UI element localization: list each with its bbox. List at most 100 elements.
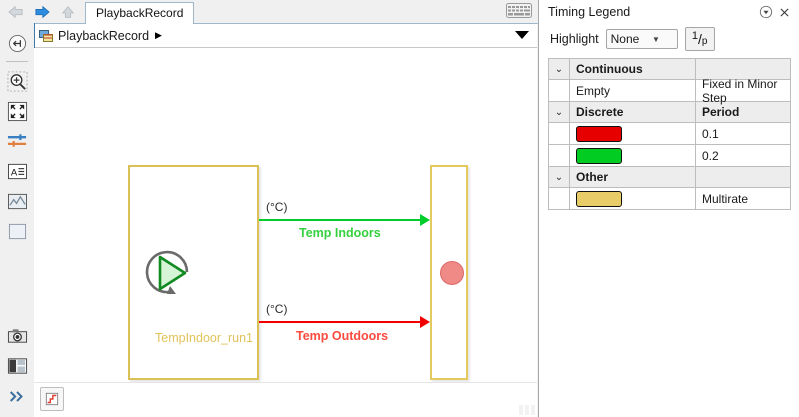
legend-group-col2-header	[695, 167, 790, 187]
signal-line-indoor[interactable]	[259, 219, 424, 221]
signal-arrow-indoor	[420, 214, 430, 226]
more-chevrons-icon	[9, 390, 23, 402]
legend-group-discrete[interactable]: ⌄ Discrete Period	[549, 102, 790, 123]
row-indent	[549, 123, 569, 144]
legend-row-swatch-cell	[569, 188, 695, 209]
legend-group-col2-header	[695, 59, 790, 79]
breadcrumb: PlaybackRecord ▶	[34, 24, 537, 48]
signal-unit-outdoor: (°C)	[266, 302, 288, 316]
model-window: PlaybackRecord	[0, 0, 538, 417]
legend-row-value: Fixed in Minor Step	[695, 77, 790, 105]
keyboard-icon[interactable]	[506, 3, 532, 18]
breadcrumb-separator: ▶	[155, 30, 162, 40]
resize-grip-icon[interactable]	[519, 405, 535, 415]
signal-lines-icon	[7, 134, 26, 147]
scope-image-icon	[7, 193, 27, 209]
legend-row-value: 0.2	[695, 145, 790, 166]
row-indent	[549, 145, 569, 166]
table-row[interactable]: 0.2	[549, 145, 790, 167]
chevron-down-icon[interactable]: ⌄	[554, 106, 564, 118]
signal-line-outdoor[interactable]	[259, 321, 424, 323]
play-loop-icon	[145, 250, 189, 294]
highlight-label: Highlight	[550, 32, 599, 46]
legend-table: ⌄ Continuous Empty Fixed in Minor Step ⌄…	[548, 58, 791, 210]
up-button[interactable]	[56, 2, 80, 22]
signal-arrow-outdoor	[420, 316, 430, 328]
legend-group-other[interactable]: ⌄ Other	[549, 167, 790, 188]
back-button[interactable]	[4, 2, 28, 22]
legend-group-continuous[interactable]: ⌄ Continuous	[549, 59, 790, 80]
table-row[interactable]: Empty Fixed in Minor Step	[549, 77, 790, 105]
port-label-indoor: TempIndoor_run1	[155, 331, 253, 345]
inverse-period-button[interactable]: 1 / p	[684, 27, 715, 51]
chevron-down-icon[interactable]: ⌄	[554, 63, 564, 75]
color-swatch-red	[576, 125, 622, 142]
tab-bar: PlaybackRecord	[85, 2, 195, 25]
annotation-button[interactable]: A	[4, 158, 30, 184]
toolbar-divider	[6, 61, 28, 62]
table-row[interactable]: 0.1	[549, 123, 790, 145]
zoom-status-button[interactable]	[40, 387, 64, 411]
nav-strip: PlaybackRecord	[0, 0, 538, 25]
color-swatch-green	[576, 147, 622, 164]
stairstep-icon	[45, 392, 59, 406]
annotation-icon: A	[7, 163, 27, 179]
row-indent	[549, 188, 569, 209]
signal-lines-button[interactable]	[4, 128, 30, 154]
legend-controls: Highlight None ▼ 1 / p	[539, 24, 799, 54]
arrow-up-icon	[61, 5, 75, 18]
navigate-up-icon	[8, 34, 26, 52]
legend-title-bar: Timing Legend	[539, 0, 799, 24]
layout-icon	[7, 358, 27, 374]
zoom-in-button[interactable]	[4, 68, 30, 94]
signal-label-indoor[interactable]: Temp Indoors	[299, 226, 381, 240]
nav-buttons	[0, 0, 80, 23]
record-dot-icon	[440, 261, 464, 285]
scope-image-button[interactable]	[4, 188, 30, 214]
table-row[interactable]: Multirate	[549, 188, 790, 210]
legend-group-name: Other	[569, 167, 695, 187]
highlight-select[interactable]: None ▼	[605, 29, 678, 49]
left-toolbar: A	[0, 23, 35, 417]
more-button[interactable]	[4, 383, 30, 409]
zoom-in-icon	[6, 70, 28, 92]
camera-icon	[7, 329, 27, 343]
fraction-slash: /	[697, 31, 702, 47]
chevron-down-icon: ▼	[652, 34, 660, 44]
chevron-down-icon[interactable]: ⌄	[554, 171, 564, 183]
highlight-value: None	[610, 32, 640, 46]
legend-row-label: Empty	[569, 80, 695, 101]
legend-title: Timing Legend	[548, 5, 631, 19]
tab-playbackrecord[interactable]: PlaybackRecord	[85, 2, 195, 25]
signal-label-outdoor[interactable]: Temp Outdoors	[296, 329, 389, 343]
close-button[interactable]	[775, 3, 793, 21]
fraction-denominator: p	[701, 36, 708, 47]
breadcrumb-label[interactable]: PlaybackRecord	[58, 28, 150, 43]
fraction-numerator: 1	[691, 29, 698, 42]
legend-group-name: Continuous	[569, 59, 695, 79]
close-icon	[779, 7, 789, 17]
snapshot-button[interactable]	[4, 323, 30, 349]
dock-menu-button[interactable]	[757, 3, 775, 21]
blank-block-icon	[8, 223, 26, 239]
arrow-right-icon	[35, 5, 50, 18]
forward-button[interactable]	[30, 2, 54, 22]
chevron-down-icon[interactable]	[515, 31, 529, 39]
legend-row-swatch-cell	[569, 145, 695, 166]
layout-button[interactable]	[4, 353, 30, 379]
navigate-up-button[interactable]	[4, 30, 30, 56]
legend-group-name: Discrete	[569, 102, 695, 122]
dock-menu-icon	[759, 5, 773, 19]
signal-unit-indoor: (°C)	[266, 200, 288, 214]
arrow-left-icon	[8, 5, 23, 18]
model-hierarchy-icon	[39, 29, 53, 42]
fit-to-view-button[interactable]	[4, 98, 30, 124]
timing-legend-panel: Timing Legend Highlight None ▼	[538, 0, 799, 417]
blank-block-button[interactable]	[4, 218, 30, 244]
color-swatch-yellow	[576, 190, 622, 207]
legend-row-value: Multirate	[695, 188, 790, 209]
